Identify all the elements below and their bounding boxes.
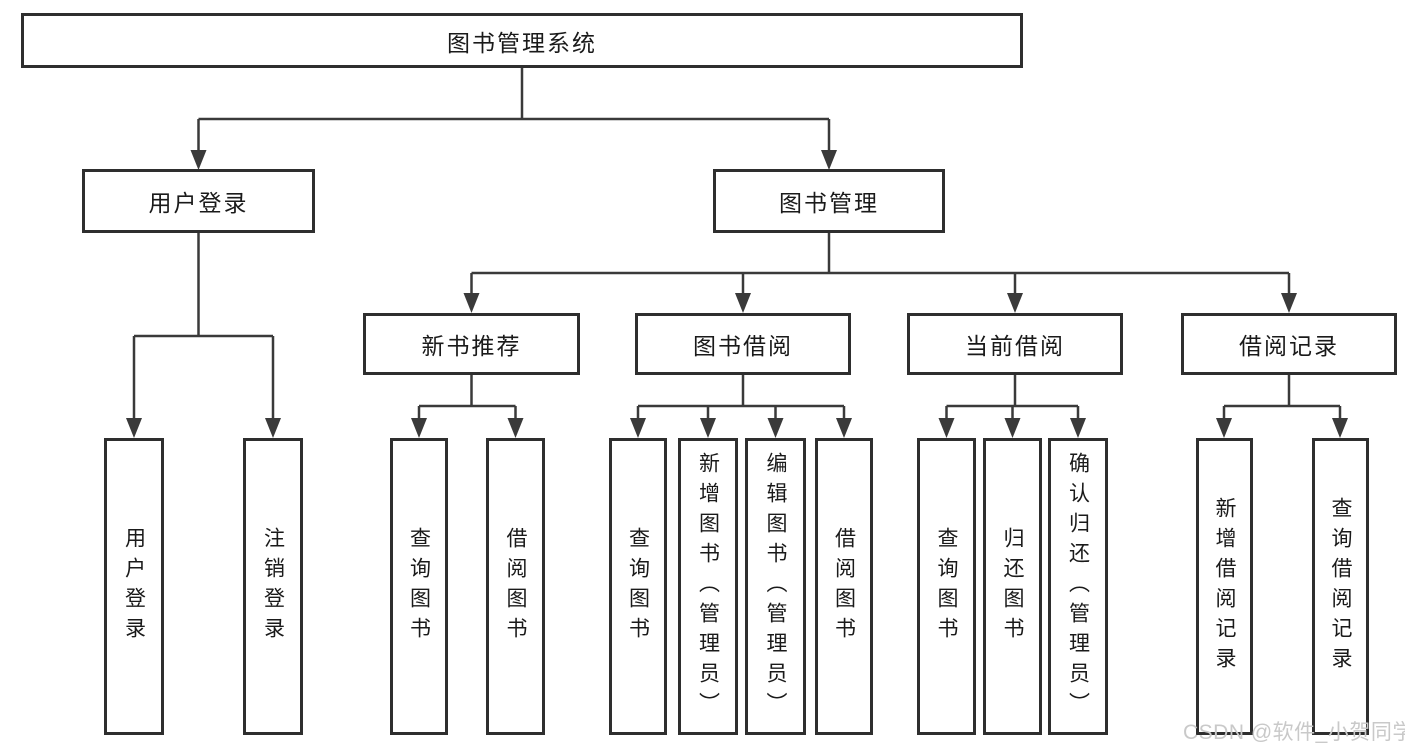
arrow-down-icon [463, 293, 480, 313]
arrow-down-icon [700, 418, 716, 438]
node-borrow-books: 借阅图书 [815, 438, 873, 735]
node-label: 图书管理 [779, 190, 879, 216]
node-label: 查询借阅记录 [1329, 496, 1352, 677]
node-logout: 注销登录 [243, 438, 303, 735]
node-label: 图书借阅 [693, 333, 793, 359]
arrow-down-icon [190, 150, 207, 170]
arrow-down-icon [767, 418, 784, 438]
node-book-management: 图书管理 [713, 169, 945, 233]
arrow-down-icon [836, 418, 852, 438]
arrow-down-icon [507, 418, 524, 438]
node-label: 注销登录 [261, 526, 285, 647]
node-add-borrow-record: 新增借阅记录 [1196, 438, 1253, 735]
arrow-down-icon [265, 418, 281, 438]
node-label: 查询图书 [626, 526, 650, 647]
node-return-book: 归还图书 [983, 438, 1042, 735]
node-label: 用户登录 [148, 190, 249, 216]
node-query-borrow-record: 查询借阅记录 [1312, 438, 1369, 735]
arrow-down-icon [1070, 418, 1086, 438]
node-label: 新书推荐 [421, 333, 522, 359]
node-query-books-recommend: 查询图书 [390, 438, 448, 735]
node-label: 查询图书 [935, 526, 958, 647]
arrow-down-icon [1216, 418, 1232, 438]
node-label: 新增借阅记录 [1213, 496, 1236, 677]
arrow-down-icon [735, 293, 751, 313]
node-label: 用户登录 [122, 526, 146, 647]
node-borrow-books-recommend: 借阅图书 [486, 438, 545, 735]
node-query-books-current: 查询图书 [917, 438, 976, 735]
node-label: 查询图书 [407, 526, 431, 647]
node-borrow-records: 借阅记录 [1181, 313, 1397, 375]
node-label: 借阅图书 [504, 526, 527, 647]
node-label: 借阅记录 [1239, 333, 1339, 359]
arrow-down-icon [630, 418, 646, 438]
arrow-down-icon [126, 418, 142, 438]
node-label: 借阅图书 [832, 526, 856, 647]
arrow-down-icon [411, 418, 427, 438]
node-label: 归还图书 [1001, 526, 1024, 647]
watermark: CSDN @软件_小贺同学 [1183, 721, 1405, 744]
arrow-down-icon [1007, 293, 1023, 313]
node-root: 图书管理系统 [21, 13, 1023, 68]
node-current-borrow: 当前借阅 [907, 313, 1123, 375]
arrow-down-icon [1332, 418, 1348, 438]
node-label: 当前借阅 [965, 333, 1065, 359]
node-confirm-return-admin: 确认归还（管理员） [1048, 438, 1108, 735]
arrow-down-icon [1281, 293, 1297, 313]
arrow-down-icon [821, 150, 837, 170]
node-add-book-admin: 新增图书（管理员） [678, 438, 738, 735]
node-edit-book-admin: 编辑图书（管理员） [745, 438, 806, 735]
node-new-book-recommend: 新书推荐 [363, 313, 580, 375]
node-query-books-borrow: 查询图书 [609, 438, 667, 735]
node-user-login: 用户登录 [104, 438, 164, 735]
node-label: 编辑图书（管理员） [764, 451, 787, 722]
node-label: 新增图书（管理员） [696, 451, 720, 722]
node-book-borrow: 图书借阅 [635, 313, 851, 375]
node-label: 图书管理系统 [447, 29, 597, 56]
arrow-down-icon [1004, 418, 1021, 438]
node-user-login-branch: 用户登录 [82, 169, 315, 233]
arrow-down-icon [938, 418, 955, 438]
node-label: 确认归还（管理员） [1066, 451, 1090, 722]
